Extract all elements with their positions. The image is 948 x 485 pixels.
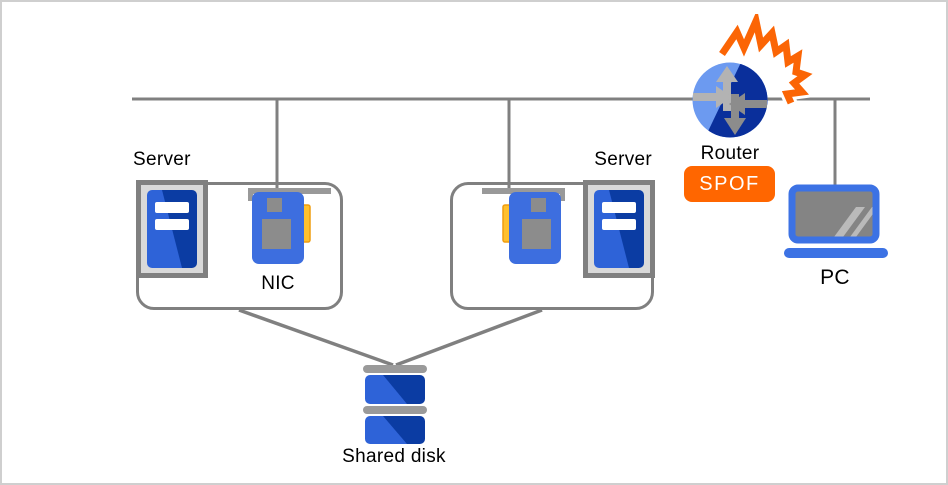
spof-badge: SPOF <box>684 166 775 202</box>
router-label: Router <box>700 143 760 164</box>
explosion-icon <box>716 14 819 106</box>
link-left-server-disk <box>238 308 394 367</box>
nic-label: NIC <box>261 273 295 294</box>
disk-stack-icon <box>363 365 427 444</box>
nic-card-icon-right <box>482 188 565 264</box>
server-tower-icon-left <box>136 180 208 278</box>
server-right-label: Server <box>594 149 652 170</box>
server-tower-icon-right <box>583 180 655 278</box>
link-right-server-disk <box>395 308 543 367</box>
server-left-label: Server <box>133 149 191 170</box>
nic-card-icon-left <box>248 188 331 264</box>
laptop-icon <box>784 184 888 258</box>
shared-disk-label: Shared disk <box>342 446 446 467</box>
pc-label: PC <box>820 266 850 289</box>
router-icon <box>692 62 768 138</box>
